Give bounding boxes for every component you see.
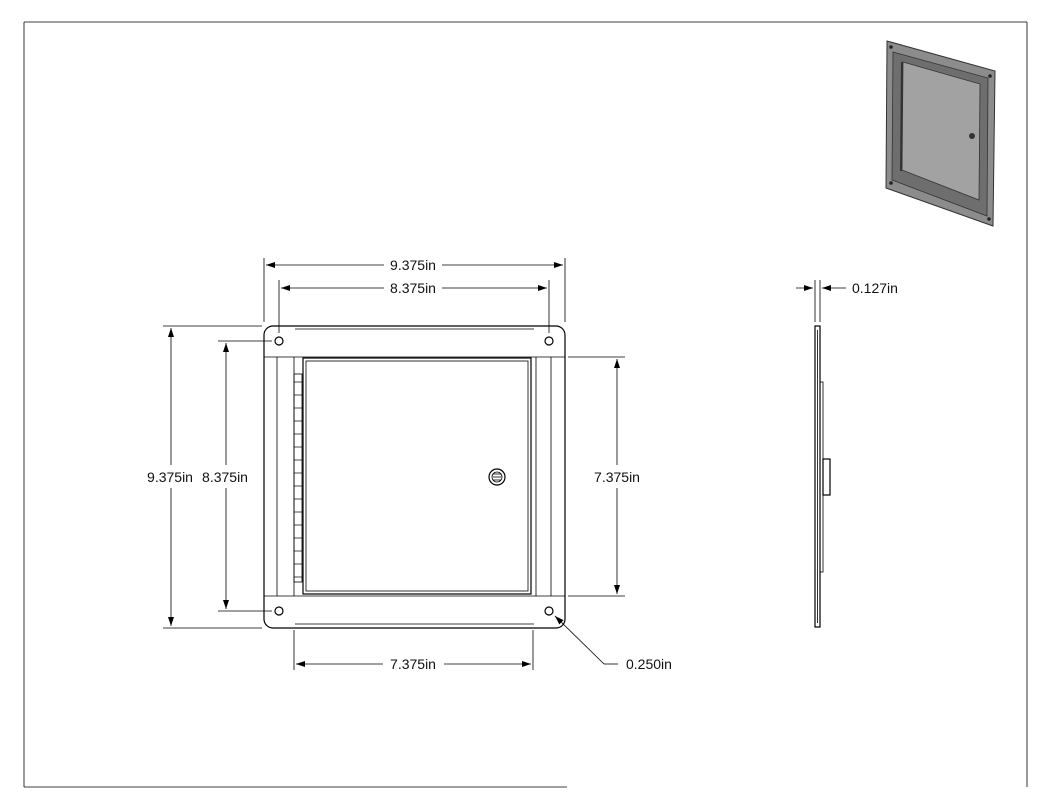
dim-door-width: 7.375in	[293, 630, 534, 672]
front-view	[263, 325, 566, 629]
mount-hole-bl	[274, 606, 284, 616]
dim-flange-height: 8.375in	[202, 340, 272, 612]
dim-overall-width: 9.375in	[263, 257, 566, 322]
dim-flange-width: 8.375in	[278, 280, 550, 333]
dim-overall-width-label: 9.375in	[390, 257, 436, 273]
hinge	[293, 373, 303, 583]
latch	[488, 468, 506, 486]
dim-overall-height: 9.375in	[147, 325, 262, 629]
dim-overall-height-label: 9.375in	[147, 469, 193, 485]
mount-hole-tr	[544, 336, 554, 346]
side-view	[814, 325, 831, 628]
dim-flange-height-label: 8.375in	[202, 469, 248, 485]
dim-door-width-label: 7.375in	[390, 656, 436, 672]
side-latch	[822, 458, 831, 496]
dim-hole-leader: 0.250in	[554, 615, 672, 672]
iso-latch	[969, 133, 975, 139]
mount-hole-tl	[274, 336, 284, 346]
sheet-border	[23, 21, 1028, 788]
dim-thickness: 0.127in	[796, 280, 898, 322]
dim-flange-width-label: 8.375in	[390, 280, 436, 296]
dim-hole-label: 0.250in	[626, 656, 672, 672]
isometric-view	[885, 40, 996, 227]
dim-thickness-label: 0.127in	[852, 280, 898, 296]
dim-door-height: 7.375in	[568, 356, 640, 597]
dim-door-height-label: 7.375in	[594, 469, 640, 485]
mount-hole-br	[544, 606, 554, 616]
